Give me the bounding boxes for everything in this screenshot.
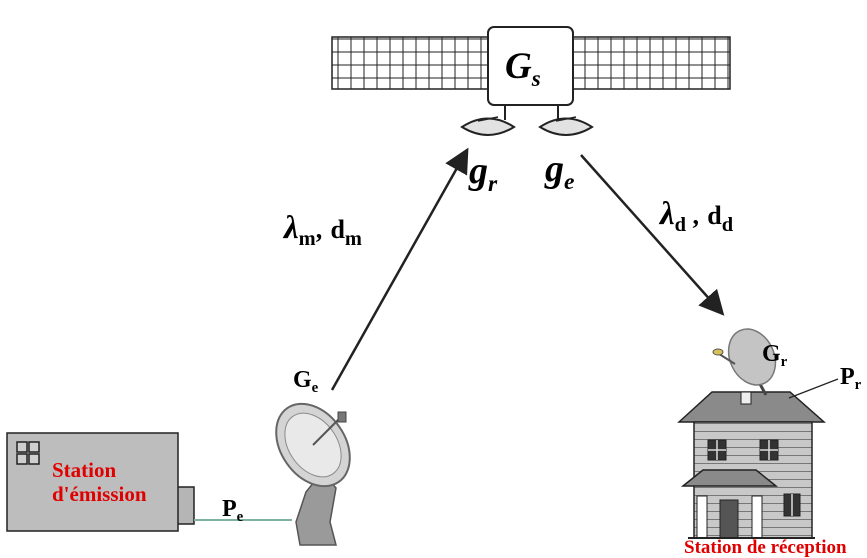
satellite-body [487, 26, 574, 106]
power-received-leader [788, 378, 839, 399]
reception-station-label: Station de réception [684, 537, 847, 558]
solar-panel-right [571, 36, 731, 90]
solar-panel-left [331, 36, 491, 90]
reception-antenna [712, 328, 777, 396]
downlink-label: λd , dd [660, 196, 734, 237]
uplink-label: λm, dm [284, 210, 362, 251]
emission-antenna [275, 402, 351, 546]
transmit-dish [538, 116, 594, 136]
emission-antenna-gain-label: Ge [293, 367, 319, 397]
uplink-arrow [330, 147, 469, 391]
receive-dish [460, 116, 516, 136]
satellite-gain-label: Gs [505, 46, 541, 92]
emission-station [6, 432, 292, 532]
reception-power-label: Pr [840, 364, 862, 394]
satellite-transmit-gain-label: ge [545, 148, 575, 196]
satellite-receive-gain-label: gr [469, 150, 498, 198]
reception-antenna-gain-label: Gr [762, 341, 788, 371]
satellite [331, 26, 731, 136]
reception-house [677, 391, 826, 539]
downlink-arrow [580, 154, 725, 316]
emission-station-label: Station d'émission [52, 458, 147, 507]
window-icon [16, 441, 40, 465]
emission-power-label: Pe [222, 496, 244, 526]
